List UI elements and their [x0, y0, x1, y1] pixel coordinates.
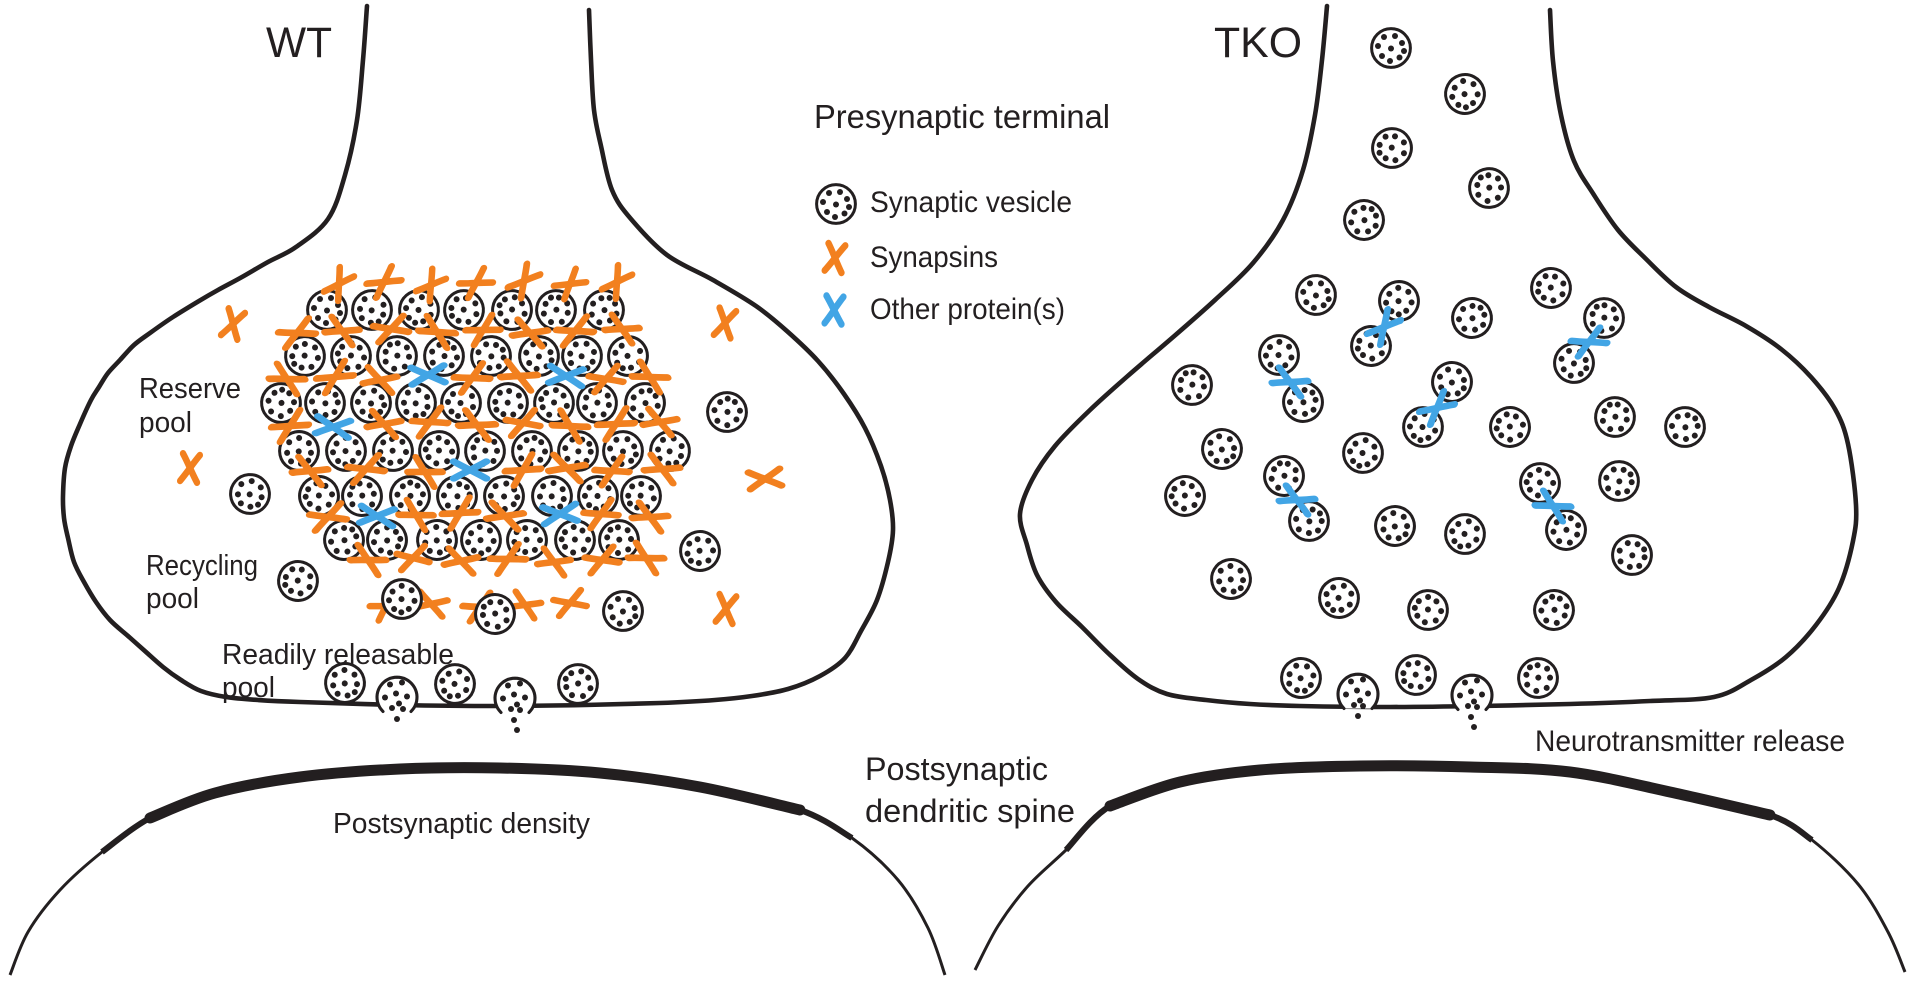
svg-text:Reserve: Reserve — [139, 373, 241, 405]
svg-text:Postsynaptic: Postsynaptic — [865, 751, 1048, 787]
svg-text:TKO: TKO — [1214, 19, 1302, 67]
svg-text:pool: pool — [139, 407, 192, 439]
svg-text:Readily releasable: Readily releasable — [222, 639, 454, 671]
svg-text:Postsynaptic density: Postsynaptic density — [333, 808, 590, 840]
svg-text:Presynaptic terminal: Presynaptic terminal — [814, 98, 1110, 135]
svg-text:pool: pool — [222, 672, 275, 704]
svg-text:Other protein(s): Other protein(s) — [870, 293, 1065, 326]
svg-text:Synaptic vesicle: Synaptic vesicle — [870, 186, 1072, 219]
svg-text:Neurotransmitter release: Neurotransmitter release — [1535, 725, 1845, 758]
svg-text:Synapsins: Synapsins — [870, 241, 998, 274]
svg-text:dendritic spine: dendritic spine — [865, 793, 1075, 829]
svg-text:pool: pool — [146, 583, 199, 615]
svg-text:Recycling: Recycling — [146, 550, 258, 582]
svg-text:WT: WT — [266, 19, 332, 67]
